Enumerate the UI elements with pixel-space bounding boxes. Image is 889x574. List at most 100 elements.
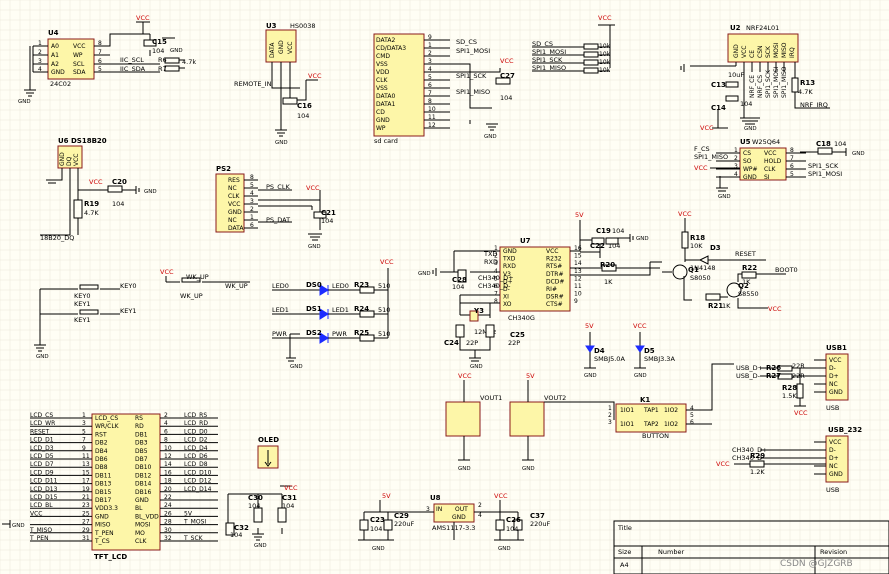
sd-pin-num: 4 xyxy=(428,66,432,73)
ch340-pin-num: 12 xyxy=(574,275,582,282)
c30-capacitor xyxy=(253,507,263,523)
key1-button[interactable] xyxy=(79,309,99,315)
tft-net-left: T_MISO xyxy=(29,527,52,534)
led-ref: DS1 xyxy=(306,305,322,313)
k1-pin-num: 4 xyxy=(690,405,694,412)
c16-val: 104 xyxy=(297,112,309,120)
ch340-ref: U7 xyxy=(520,237,531,245)
r18-resistor xyxy=(681,231,689,249)
led-ref: DS0 xyxy=(306,281,322,289)
flash-pin-left: SO xyxy=(743,158,752,165)
ldo-5v: 5V xyxy=(382,492,391,500)
ps2-pin-num: 4 xyxy=(250,190,254,197)
c25-val: 22P xyxy=(508,339,520,347)
net-ch340-dm2: CH340_D- xyxy=(732,454,765,462)
usb-pin-label: GND xyxy=(829,389,843,396)
tft-pin-num: 28 xyxy=(164,519,172,526)
title-block: Title Size A4 Number Revision xyxy=(613,520,889,574)
ir-ref: U3 xyxy=(266,22,277,30)
tft-net-right: LCD_D6 xyxy=(184,453,208,460)
tft-net-right: LCD_RS xyxy=(184,412,207,419)
ps2-pin-label: RES xyxy=(228,177,240,184)
c13-val: 10uF xyxy=(728,71,744,79)
net-sd-cs: SD_CS xyxy=(456,38,477,46)
eeprom-pin-num: 2 xyxy=(38,49,42,56)
key0-button[interactable] xyxy=(79,284,99,290)
flash-pin-num: 3 xyxy=(734,163,738,170)
tft-pin-num: 10 xyxy=(164,445,172,452)
c25-ref: C25 xyxy=(510,331,525,339)
tft-pin-right: DB16 xyxy=(135,489,152,496)
tft-pin-num: 9 xyxy=(82,445,86,452)
nrf-pin-label: MISO xyxy=(781,42,788,58)
k1-pin-label: 1IO2 xyxy=(664,407,678,414)
flash-pin-num: 8 xyxy=(790,147,794,154)
tft-pin-num: 5 xyxy=(82,428,86,435)
c14-capacitor xyxy=(725,95,739,102)
c37-val: 220uF xyxy=(530,520,551,528)
flash-pin-num: 5 xyxy=(790,171,794,178)
eeprom-gnd2: GND xyxy=(18,99,31,105)
ch340-pin-left: RXD xyxy=(503,263,516,270)
sd-pin-label: DATA1 xyxy=(376,101,395,108)
k1-label: BUTTON xyxy=(642,432,669,440)
ds18-vcc: VCC xyxy=(89,178,103,186)
tft-pin-right: BL xyxy=(135,505,143,512)
net-flash-miso: SPI1_MISO xyxy=(694,153,728,161)
r21-resistor xyxy=(705,293,721,301)
tft-pin-num: 11 xyxy=(82,453,90,460)
usb232-vcc: VCC xyxy=(716,460,730,468)
nrf-ref: U2 xyxy=(730,24,741,32)
led-net: PWR xyxy=(272,330,287,338)
led-net: LED0 xyxy=(272,282,289,290)
c23-capacitor xyxy=(359,519,369,531)
tvs-diodes: 5V VCC D4 SMBJ5.0A D5 SMBJ3.3A GND GND xyxy=(584,322,675,379)
tvs-5v: 5V xyxy=(585,322,594,330)
sd-pin-label: CD xyxy=(376,109,385,116)
ch340-pin-right: VCC xyxy=(546,248,558,255)
ds18-pin-vcc: VCC xyxy=(73,154,80,166)
net-usb-dm: USB_D- xyxy=(736,372,761,380)
tft-pin-num: 24 xyxy=(164,502,172,509)
k1-body[interactable] xyxy=(615,403,687,433)
usb-vcc: VCC xyxy=(794,409,808,417)
tft-pin-num: 7 xyxy=(82,437,86,444)
tft-pin-right: GND xyxy=(135,497,149,504)
ir-body xyxy=(265,29,297,63)
tft-pin-num: 14 xyxy=(164,461,172,468)
nrf-net-label: SPI1_MOSI xyxy=(773,66,780,98)
ps2-pin-label: VCC xyxy=(228,201,240,208)
tft-pin-num: 8 xyxy=(164,437,168,444)
nrf-pin-label: CSN xyxy=(757,46,764,59)
pullup-net: SPI1_SCK xyxy=(532,56,563,64)
tft-pin-right: DB7 xyxy=(135,456,148,463)
wkup-button[interactable] xyxy=(181,277,201,283)
tft-net-left: LCD_CS xyxy=(30,412,53,419)
tft-pin-left: RST xyxy=(95,431,107,438)
k1-ref: K1 xyxy=(640,396,650,404)
r28-ref: R28 xyxy=(782,384,797,392)
ch340-pin-num: 5 xyxy=(494,275,498,282)
tft-net-left: VCC xyxy=(30,510,42,517)
sd-pin-label: WP xyxy=(376,125,386,132)
ch340-5v: 5V xyxy=(575,211,584,219)
tft-pin-left: VDD3.3 xyxy=(95,505,118,512)
eeprom-pin-num: 1 xyxy=(38,40,42,47)
c23-ref: C23 xyxy=(370,516,385,524)
r19-val: 4.7K xyxy=(84,209,99,217)
sd-label: sd card xyxy=(374,137,398,145)
tft-net-left: LCD_D15 xyxy=(30,494,58,501)
tft-pin-left: T_CS xyxy=(94,538,110,545)
eeprom-pin-left: A0 xyxy=(51,43,59,50)
c13-ref: C13 xyxy=(711,81,726,89)
c31-val: 104 xyxy=(282,502,294,510)
c19-capacitor xyxy=(591,237,605,245)
nrf-pin-label: MOSI xyxy=(773,42,780,58)
